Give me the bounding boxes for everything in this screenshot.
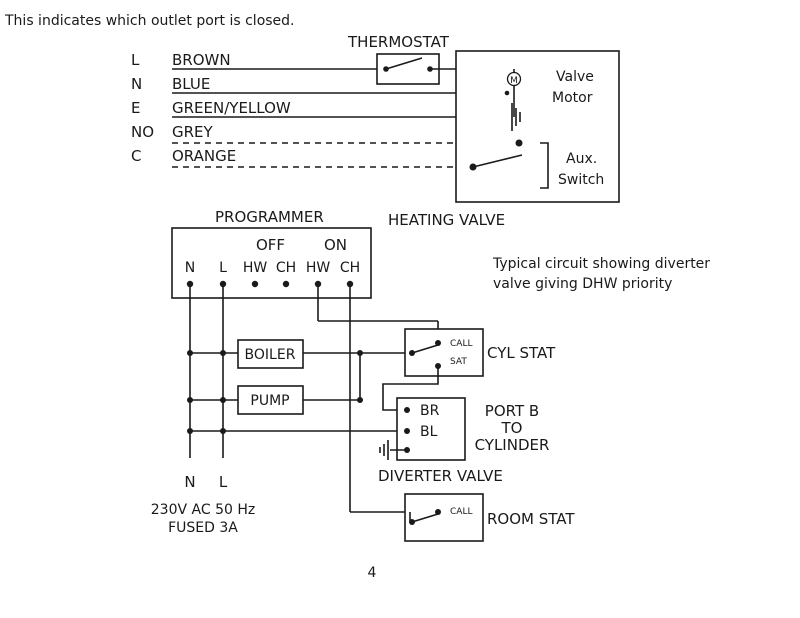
programmer-terminal-n: N <box>185 260 195 276</box>
supply-fuse-label: FUSED 3A <box>168 520 238 536</box>
room-stat-label: ROOM STAT <box>487 510 575 528</box>
lower-circuit: BOILER PUMP CALL SAT CYL STAT BR <box>151 284 575 542</box>
programmer-terminal-off-hw: HW <box>243 260 268 276</box>
programmer-terminal-off-ch: CH <box>276 260 296 276</box>
diverter-terminal-br <box>404 407 410 413</box>
wire-terminal-e: E <box>131 99 140 117</box>
diverter-bl-label: BL <box>420 424 438 440</box>
pump-box <box>237 385 304 415</box>
valve-motor-label-line1: Valve <box>556 69 594 85</box>
cyl-stat-terminal-call <box>435 340 441 346</box>
cyl-stat-box <box>404 328 484 377</box>
diverter-terminal-bl <box>404 428 410 434</box>
wire-terminal-l: L <box>131 51 140 69</box>
valve-motor-label-line2: Motor <box>552 90 593 106</box>
motor-symbol-icon <box>506 71 522 87</box>
wire-terminal-c: C <box>131 147 141 165</box>
programmer-dot-off-hw <box>251 280 259 288</box>
supply-l-label: L <box>219 473 228 491</box>
room-stat-call-label: CALL <box>450 507 472 517</box>
junction-boiler-live <box>220 350 226 356</box>
boiler-box <box>237 339 304 369</box>
sat-to-diverter-wire <box>382 366 439 411</box>
programmer-on-label: ON <box>324 236 347 254</box>
programmer-section: PROGRAMMER OFF ON N L HW CH HW CH <box>171 208 372 299</box>
programmer-title: PROGRAMMER <box>215 208 324 226</box>
diverter-earth-icon <box>379 440 389 460</box>
wire-color-green-yellow: GREEN/YELLOW <box>172 99 291 117</box>
caption: This indicates which outlet port is clos… <box>4 13 295 29</box>
supply-n-label: N <box>184 473 195 491</box>
aux-switch-contact-no <box>515 139 523 147</box>
port-b-label-line2: TO <box>501 419 523 437</box>
cyl-stat-call-label: CALL <box>450 339 472 349</box>
port-b-label-line3: CYLINDER <box>475 436 550 454</box>
thermostat-switch-blade <box>385 57 423 70</box>
room-stat-terminal-call <box>435 509 441 515</box>
programmer-off-label: OFF <box>256 236 285 254</box>
description-line2: valve giving DHW priority <box>493 276 672 292</box>
pump-label: PUMP <box>250 393 289 409</box>
supply-voltage-label: 230V AC 50 Hz <box>151 502 255 518</box>
cyl-stat-switch-blade <box>411 344 439 354</box>
junction-diverter-neutral <box>187 428 193 434</box>
earth-icon <box>511 103 521 131</box>
aux-switch-blade <box>472 154 523 168</box>
cyl-stat-label: CYL STAT <box>487 344 556 362</box>
programmer-terminal-l: L <box>219 260 227 276</box>
heating-valve-title: HEATING VALVE <box>388 211 505 229</box>
port-b-label-line1: PORT B <box>485 402 539 420</box>
wire-color-brown: BROWN <box>172 51 231 69</box>
boiler-label: BOILER <box>245 347 296 363</box>
room-stat-switch-blade <box>411 513 439 523</box>
motor-symbol: M <box>510 76 518 86</box>
wire-terminal-n: N <box>131 75 142 93</box>
diverter-br-label: BR <box>420 403 440 419</box>
junction-pump-ch <box>357 397 363 403</box>
page-number: 4 <box>368 565 377 581</box>
wire-color-orange: ORANGE <box>172 147 236 165</box>
room-stat-box <box>404 493 484 542</box>
wire-color-blue: BLUE <box>172 75 210 93</box>
programmer-dot-off-ch <box>282 280 290 288</box>
motor-junction-dot <box>504 90 510 96</box>
junction-pump-neutral <box>187 397 193 403</box>
description-line1: Typical circuit showing diverter <box>492 256 710 272</box>
programmer-terminal-on-hw: HW <box>306 260 331 276</box>
programmer-terminal-on-ch: CH <box>340 260 360 276</box>
thermostat-label: THERMOSTAT <box>347 33 450 51</box>
aux-switch-label-line1: Aux. <box>566 151 597 167</box>
wire-terminal-no: NO <box>131 123 154 141</box>
wire-color-grey: GREY <box>172 123 214 141</box>
heating-valve-section: L N E NO C BROWN BLUE GREEN/YELLOW GREY … <box>131 33 620 229</box>
junction-boiler-neutral <box>187 350 193 356</box>
aux-switch-bracket <box>540 142 549 189</box>
junction-pump-live <box>220 397 226 403</box>
heating-valve-box <box>455 50 620 203</box>
aux-switch-label-line2: Switch <box>558 172 604 188</box>
cyl-stat-sat-label: SAT <box>450 357 467 367</box>
programmer-box <box>171 227 372 299</box>
diverter-valve-label: DIVERTER VALVE <box>378 467 503 485</box>
junction-diverter-live <box>220 428 226 434</box>
